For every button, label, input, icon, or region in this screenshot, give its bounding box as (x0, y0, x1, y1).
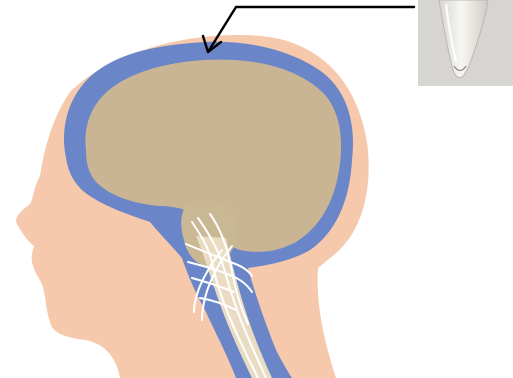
csf-sample-tube-photo (418, 0, 513, 86)
